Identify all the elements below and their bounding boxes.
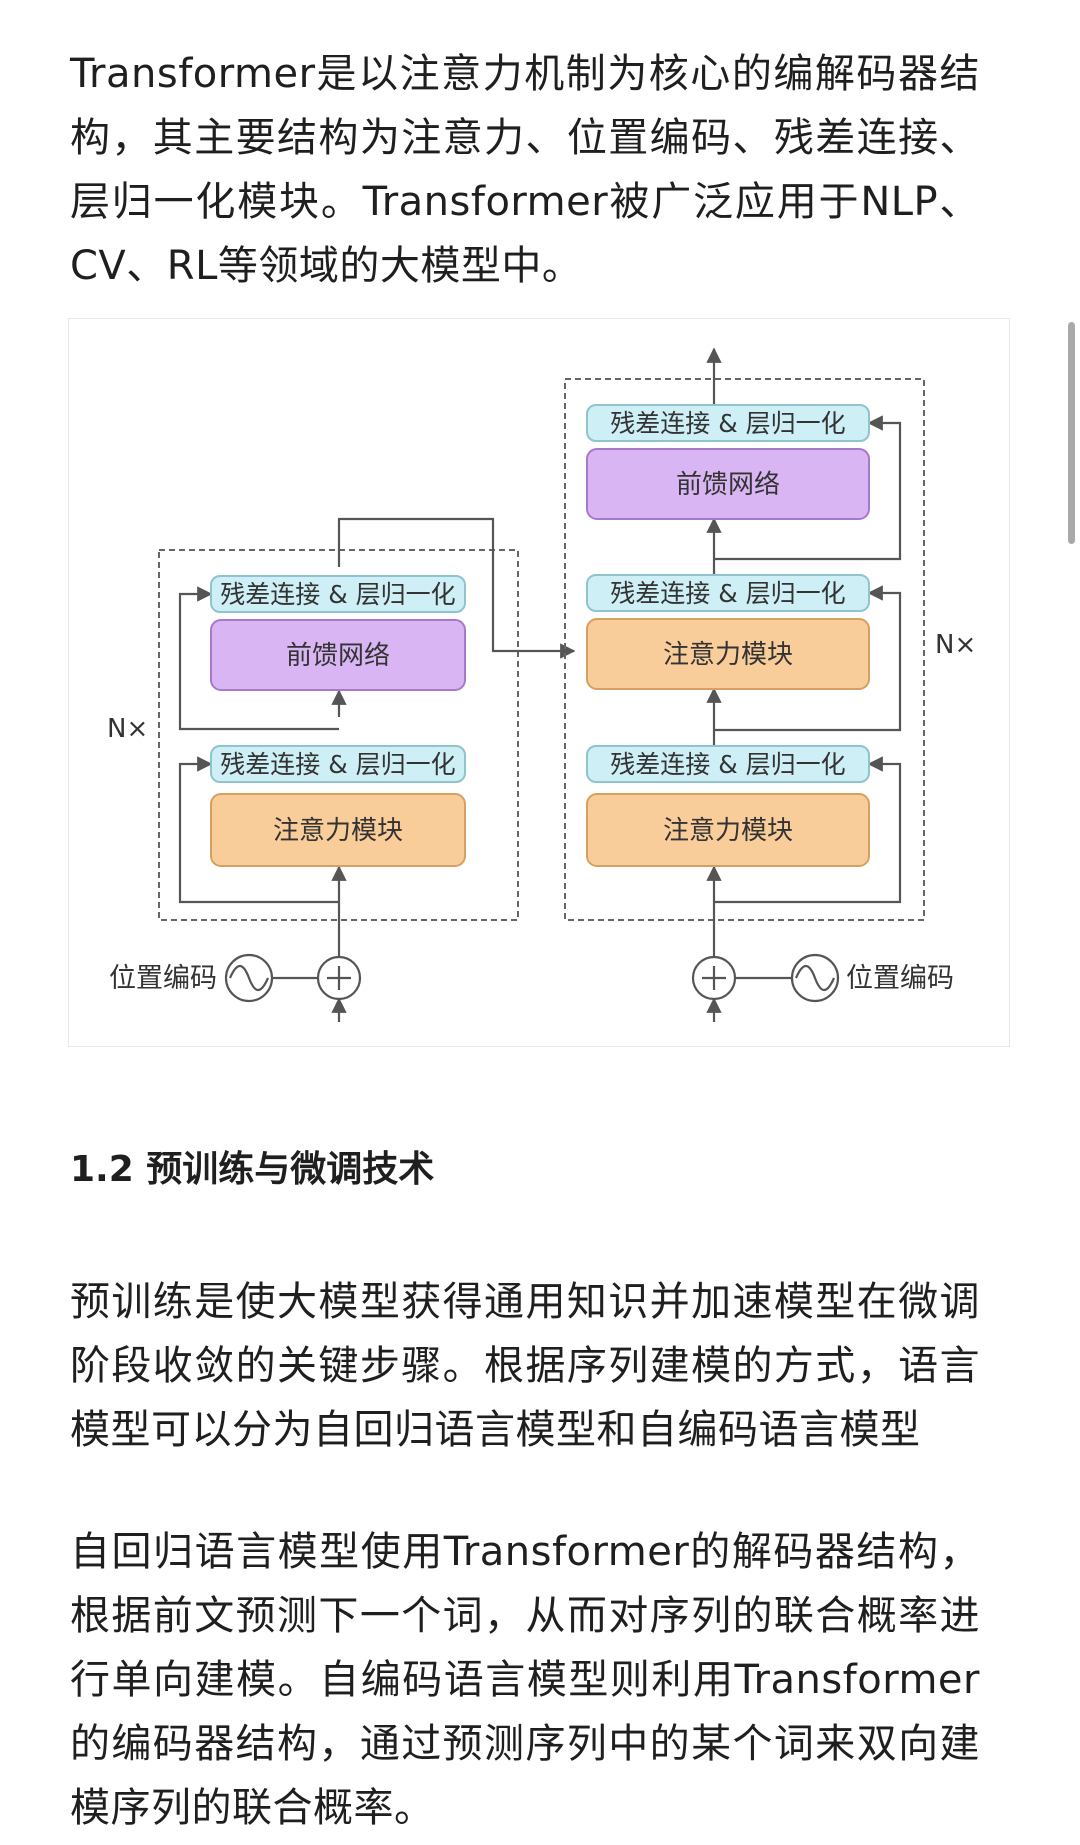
encoder-connections xyxy=(178,517,576,1022)
decoder-cross-attention-box xyxy=(586,618,870,690)
decoder-self-attention-label: 注意力模块 xyxy=(663,816,793,846)
encoder-ffn-box xyxy=(210,619,466,691)
encoder-addnorm-bottom-label: 残差连接 & 层归一化 xyxy=(220,750,455,779)
encoder-attention-box xyxy=(210,793,466,867)
decoder-addnorm-top-label: 残差连接 & 层归一化 xyxy=(610,409,845,438)
decoder-ffn-box xyxy=(586,448,870,520)
encoder-block: 残差连接 & 层归一化 前馈网络 残差连接 & 层归一化 注意力模块 位置编码 … xyxy=(107,517,576,1022)
decoder-positional-encoding-label: 位置编码 xyxy=(846,963,954,994)
encoder-add-icon xyxy=(316,955,362,1001)
encoder-repeat-label: N× xyxy=(107,714,148,744)
encoder-positional-encoding-label: 位置编码 xyxy=(109,963,217,994)
decoder-connections xyxy=(706,347,902,1022)
encoder-sine-wave-icon xyxy=(224,953,274,1003)
scrollbar[interactable] xyxy=(1068,322,1075,544)
encoder-dashed-border xyxy=(158,549,519,921)
encoder-addnorm-top-label: 残差连接 & 层归一化 xyxy=(220,580,455,609)
decoder-addnorm-bottom-box xyxy=(586,745,870,783)
decoder-addnorm-top-box xyxy=(586,404,870,442)
decoder-repeat-label: N× xyxy=(935,630,976,660)
decoder-block: 残差连接 & 层归一化 前馈网络 残差连接 & 层归一化 注意力模块 残差连接 … xyxy=(564,347,976,1022)
decoder-self-attention-box xyxy=(586,793,870,867)
pretraining-paragraph: 预训练是使大模型获得通用知识并加速模型在微调阶段收敛的关键步骤。根据序列建模的方… xyxy=(70,1279,980,1453)
intro-paragraph: Transformer是以注意力机制为核心的编解码器结构，其主要结构为注意力、位… xyxy=(70,51,980,289)
decoder-addnorm-middle-label: 残差连接 & 层归一化 xyxy=(610,579,845,608)
decoder-ffn-label: 前馈网络 xyxy=(676,470,780,500)
decoder-add-icon xyxy=(691,955,737,1001)
decoder-addnorm-middle-box xyxy=(586,574,870,612)
transformer-architecture-diagram: 残差连接 & 层归一化 前馈网络 残差连接 & 层归一化 注意力模块 位置编码 … xyxy=(68,318,1010,1047)
encoder-attention-label: 注意力模块 xyxy=(273,816,403,846)
section-heading: 1.2 预训练与微调技术 xyxy=(70,1149,435,1190)
decoder-cross-attention-label: 注意力模块 xyxy=(663,640,793,670)
encoder-addnorm-top-box xyxy=(210,575,466,613)
decoder-addnorm-bottom-label: 残差连接 & 层归一化 xyxy=(610,750,845,779)
decoder-sine-wave-icon xyxy=(790,953,840,1003)
encoder-ffn-label: 前馈网络 xyxy=(286,641,390,671)
encoder-addnorm-bottom-box xyxy=(210,745,466,783)
language-model-paragraph: 自回归语言模型使用Transformer的解码器结构，根据前文预测下一个词，从而… xyxy=(70,1529,980,1831)
